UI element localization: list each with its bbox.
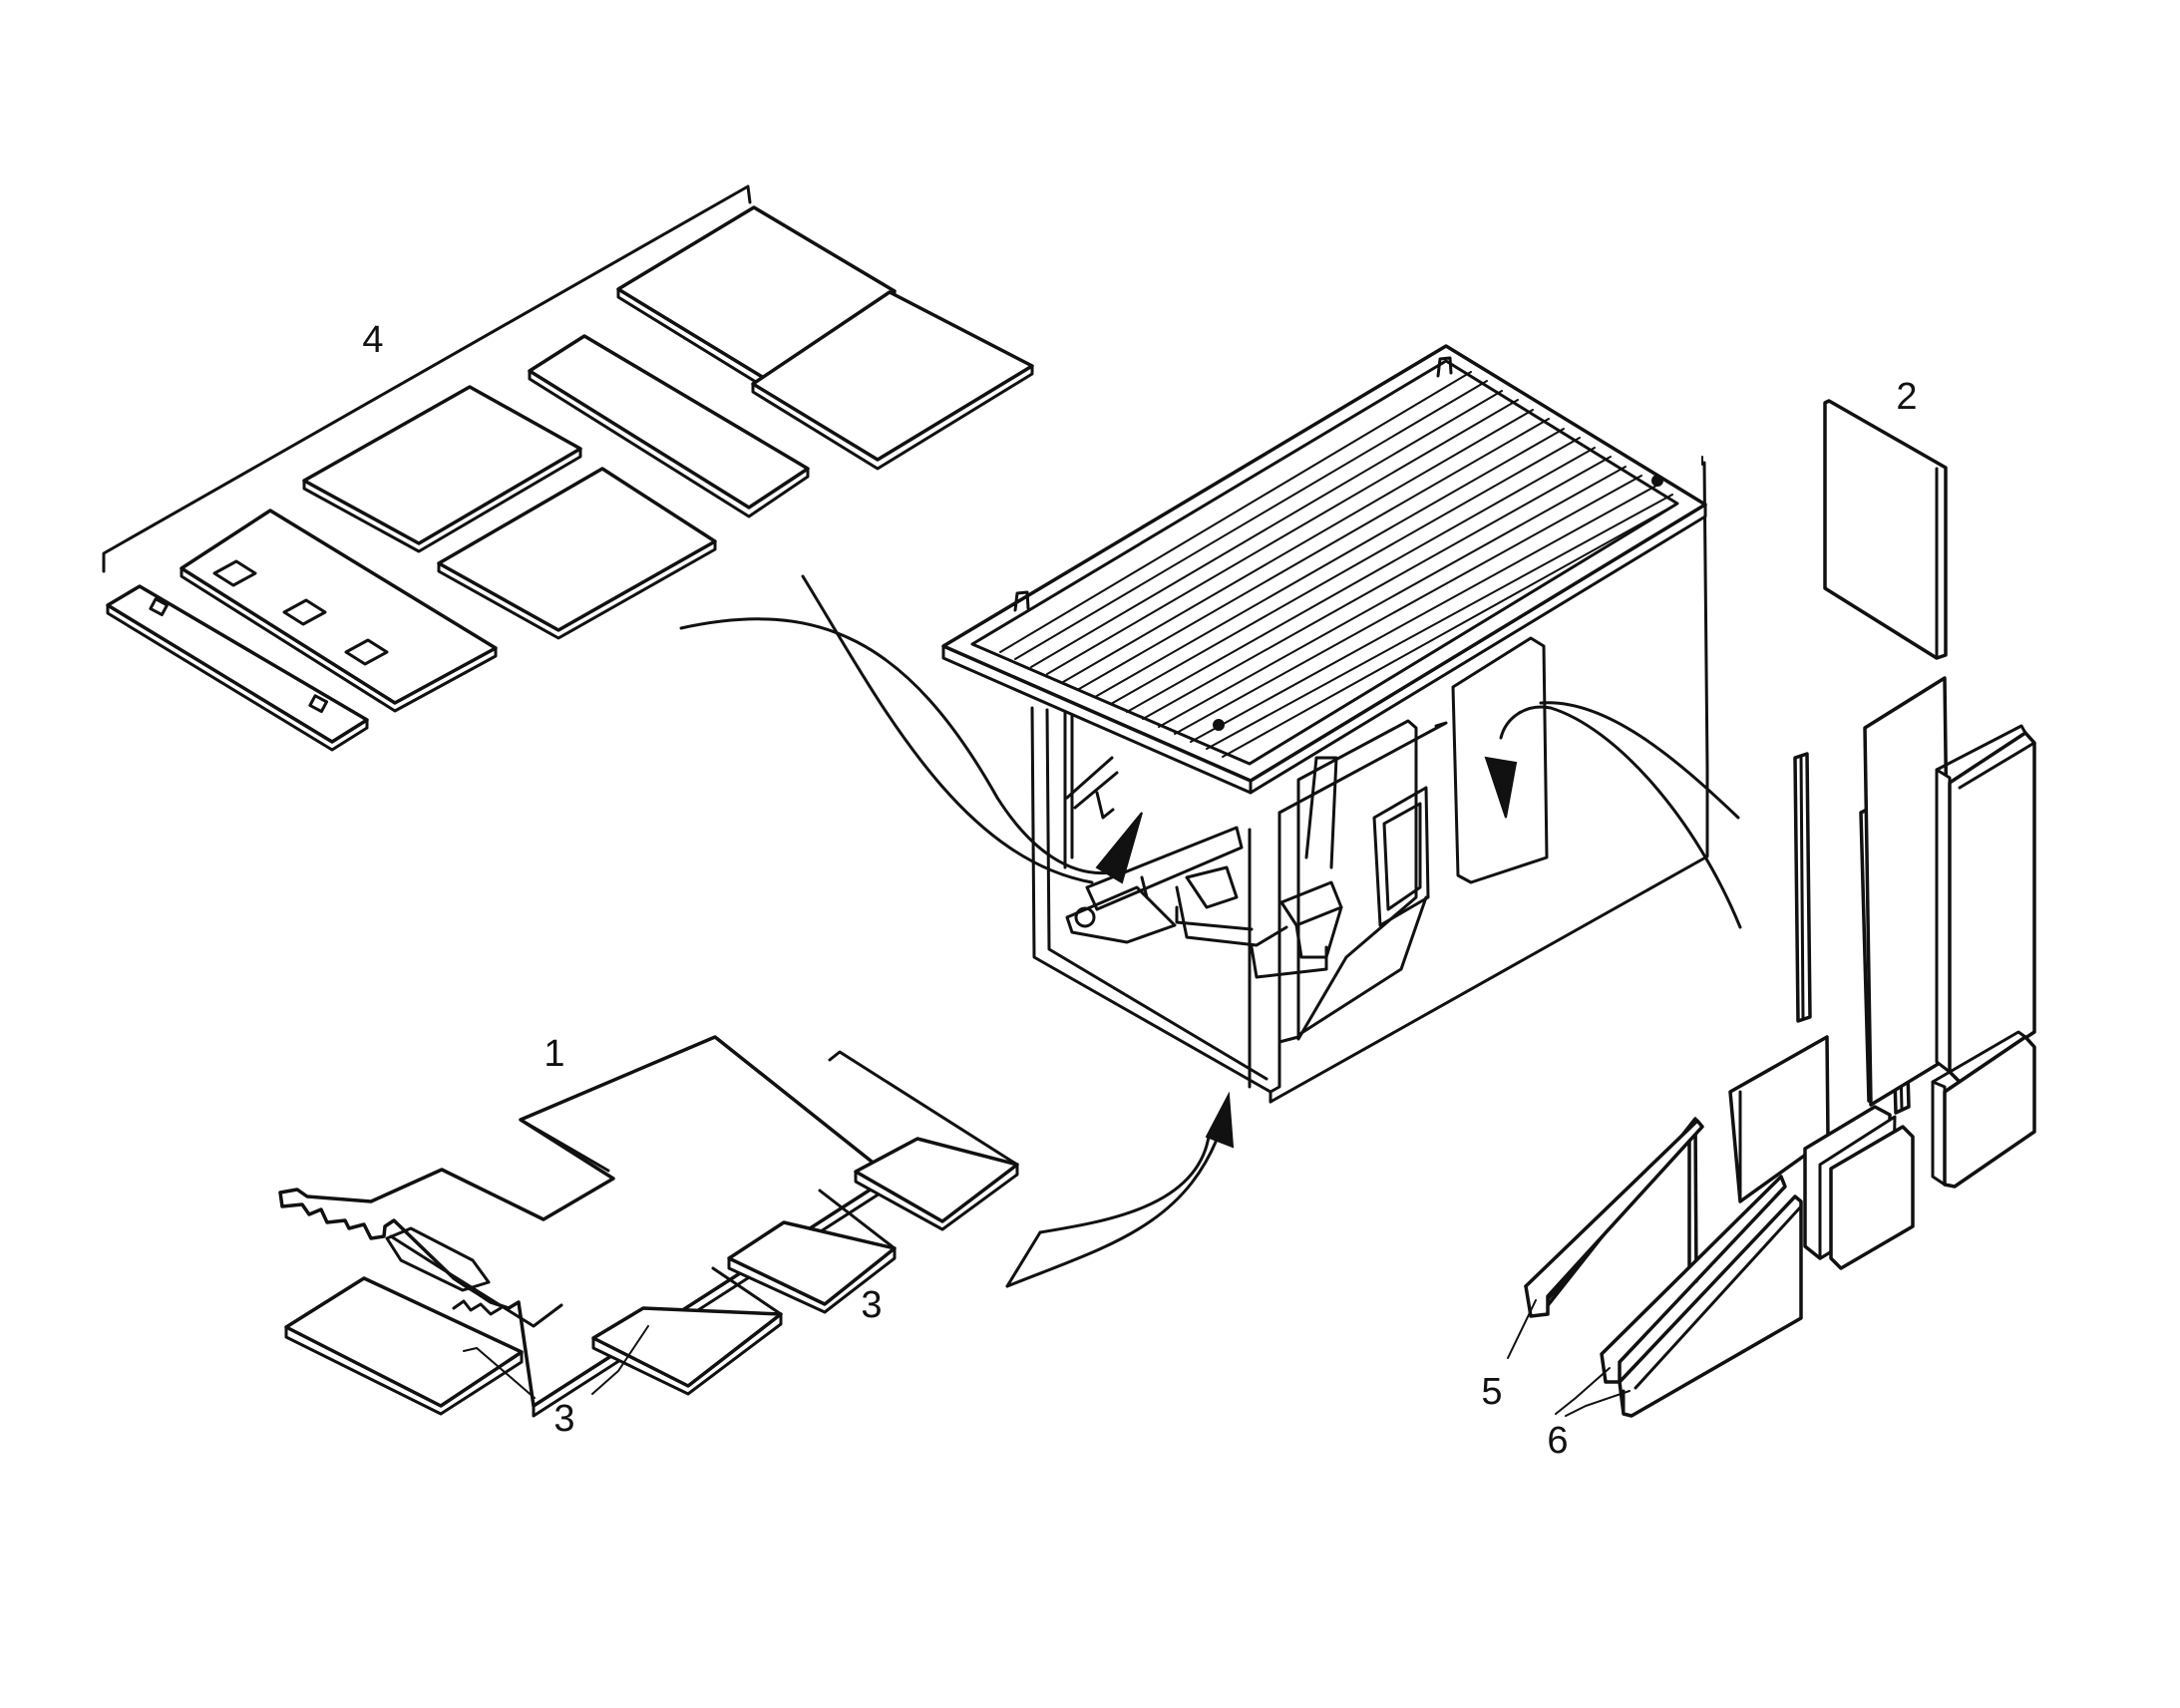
floor-insulation-mats: [278, 1035, 1019, 1418]
callout-item-2: 2: [1896, 376, 1918, 418]
callout-item-5: 5: [1481, 1371, 1503, 1413]
callout-item-1: 1: [544, 1033, 565, 1075]
callout-item-3-left: 3: [553, 1398, 575, 1440]
roof-insulation-panels: [102, 184, 1034, 752]
side-insulation-panels: [1507, 399, 2036, 1418]
callout-item-3-right: 3: [861, 1284, 883, 1326]
cab-assembly: [941, 344, 1709, 1104]
leader-lines: [463, 1325, 649, 1399]
callout-item-4: 4: [362, 319, 384, 361]
assembly-arrows: [679, 574, 1742, 1288]
callout-item-6: 6: [1547, 1420, 1569, 1462]
